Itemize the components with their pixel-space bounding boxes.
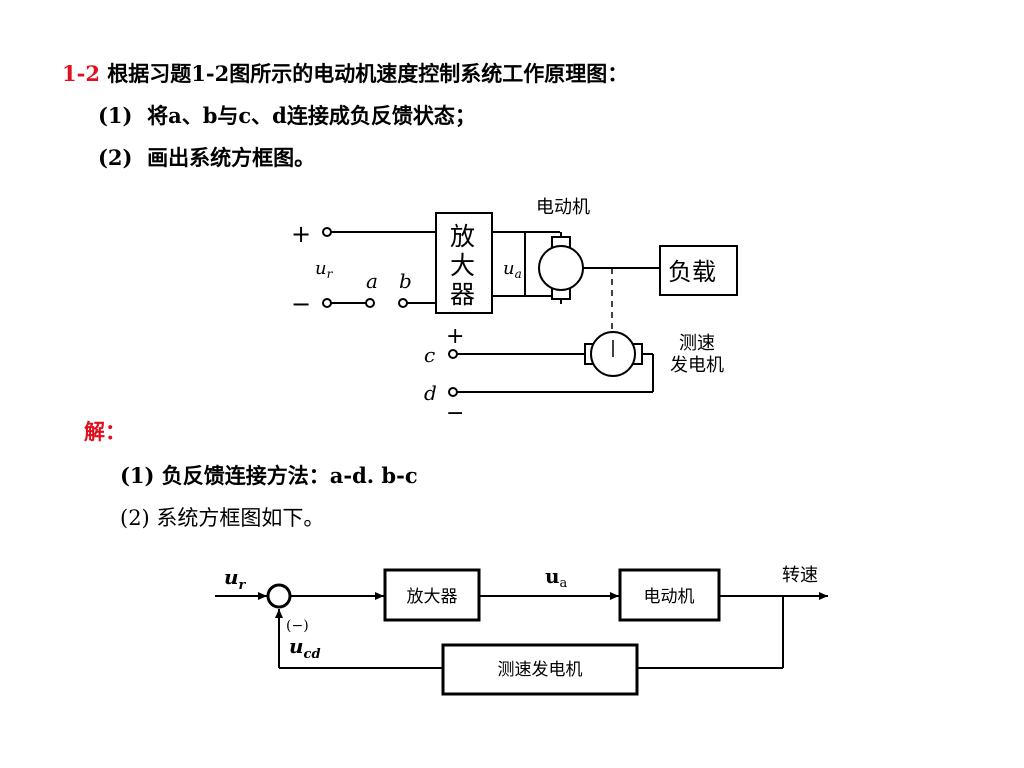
item-2-text: 画出系统方框图。 <box>147 145 316 170</box>
terminal-plus <box>322 227 332 237</box>
bd-ua-label: ua <box>545 564 568 591</box>
ur-label: ur <box>315 258 334 281</box>
item-1-num: (1) <box>98 103 133 128</box>
terminal-d <box>448 387 458 397</box>
label-d: d <box>424 381 437 405</box>
solution-line-2: (2) 系统方框图如下。 <box>120 506 325 530</box>
minus-sign: − <box>291 290 311 318</box>
problem-item-1: (1) 将a、b与c、d连接成负反馈状态； <box>98 100 476 130</box>
amp-char-3: 器 <box>450 280 475 309</box>
problem-text: 根据习题1-2图所示的电动机速度控制系统工作原理图： <box>107 61 629 86</box>
circuit-schematic <box>322 212 738 397</box>
bd-amp-label: 放大器 <box>407 587 458 607</box>
problem-number: 1-2 <box>62 61 100 86</box>
ua-label: ua <box>503 258 522 281</box>
solution-line-1: (1) 负反馈连接方法：a-d. b-c <box>120 463 418 488</box>
bd-feedback-label: ucd <box>289 634 321 662</box>
d-minus-sign: − <box>446 401 464 426</box>
amp-char-2: 大 <box>450 251 475 280</box>
tach-label-2: 发电机 <box>670 355 724 376</box>
terminal-a <box>365 298 375 308</box>
amplifier-block <box>383 568 481 622</box>
c-plus-sign: + <box>446 324 464 349</box>
amp-char-1: 放 <box>450 222 475 251</box>
motor-block <box>618 568 721 622</box>
terminal-minus <box>322 298 332 308</box>
item-2-num: (2) <box>98 145 133 170</box>
label-a: a <box>366 269 378 293</box>
block-diagram <box>215 568 828 696</box>
bd-negative-sign: (−) <box>286 618 309 634</box>
amplifier-box <box>435 212 493 314</box>
bd-tach-label: 测速发电机 <box>498 660 583 680</box>
load-label: 负载 <box>668 258 716 286</box>
bd-motor-label: 电动机 <box>644 587 695 607</box>
summing-junction <box>266 583 292 609</box>
plus-sign: + <box>291 220 311 248</box>
tach-block <box>441 643 639 696</box>
terminal-c <box>448 349 458 359</box>
load-box <box>659 245 738 296</box>
motor-symbol <box>538 245 584 291</box>
terminal-b <box>398 298 408 308</box>
motor-label: 电动机 <box>536 197 590 218</box>
problem-item-2: (2) 画出系统方框图。 <box>98 142 315 172</box>
tach-label-1: 测速 <box>679 333 715 354</box>
solution-label: 解： <box>84 419 126 444</box>
label-b: b <box>399 269 412 293</box>
item-1-text: 将a、b与c、d连接成负反馈状态； <box>147 103 476 128</box>
bd-input-label: ur <box>224 565 247 593</box>
label-c: c <box>424 343 435 367</box>
bd-output-label: 转速 <box>782 565 818 586</box>
problem-title: 1-2 根据习题1-2图所示的电动机速度控制系统工作原理图： <box>62 58 628 88</box>
